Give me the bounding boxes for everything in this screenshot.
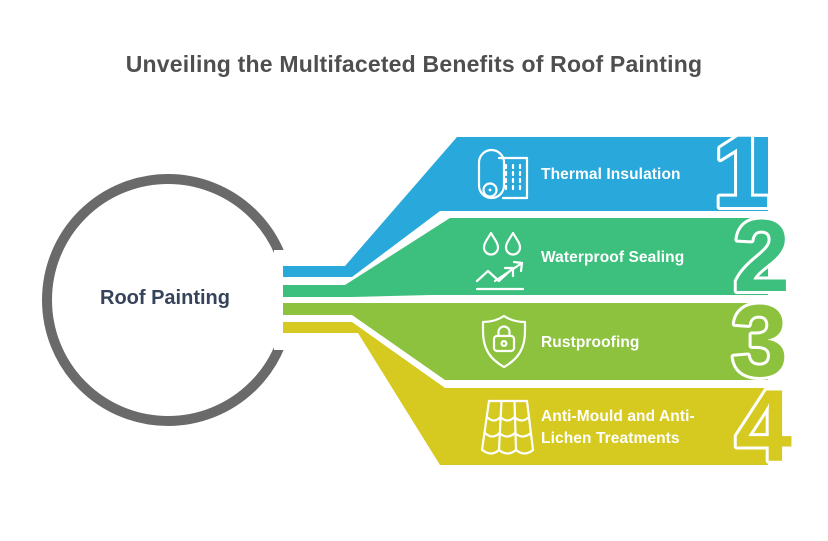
roof-tiles-icon: [480, 399, 535, 455]
benefit-number-1: 1: [713, 115, 770, 229]
benefit-number-2: 2: [733, 199, 790, 313]
ring-mask: [274, 250, 304, 350]
benefit-label-4-line2: Lichen Treatments: [541, 430, 680, 447]
benefit-ribbon-2: [283, 218, 768, 297]
benefit-label-2: Waterproof Sealing: [541, 249, 684, 266]
roof-painting-label: Roof Painting: [100, 287, 230, 309]
benefit-label-3: Rustproofing: [541, 334, 639, 351]
benefit-number-3: 3: [731, 284, 788, 398]
benefit-number-4: 4: [735, 369, 792, 483]
benefit-ribbon-1: [283, 137, 768, 277]
shield-lock-icon: [481, 314, 527, 369]
insulation-roll-icon: [477, 148, 529, 200]
page-title: Unveiling the Multifaceted Benefits of R…: [126, 51, 702, 77]
benefit-ribbon-3: [283, 303, 768, 380]
benefit-ribbon-4: [283, 322, 768, 465]
waterproof-bounce-icon: [475, 231, 525, 291]
benefit-label-1: Thermal Insulation: [541, 166, 681, 183]
benefit-label-4-line1: Anti-Mould and Anti-: [541, 408, 695, 425]
